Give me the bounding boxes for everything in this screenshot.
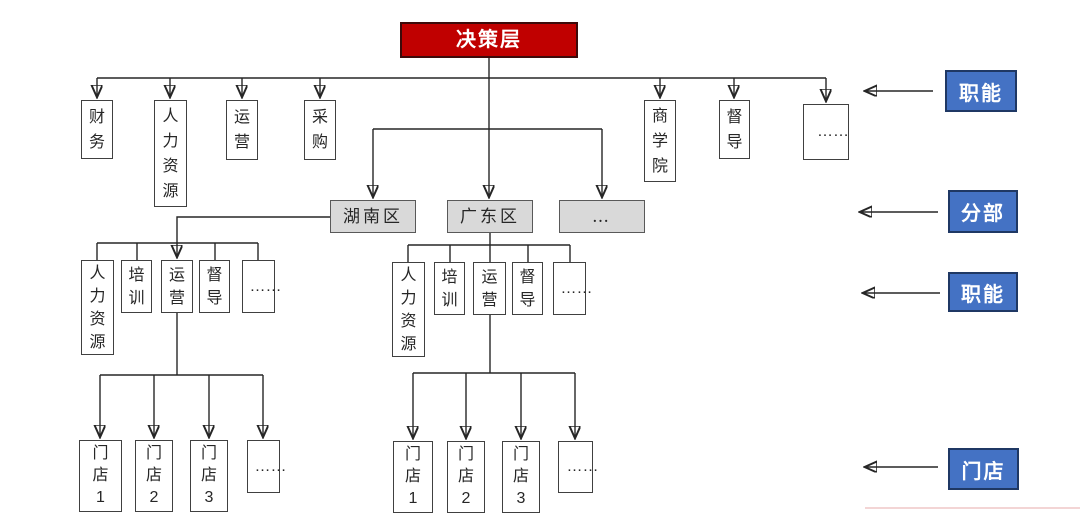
- node-guangdong-store-2: 门店2: [447, 441, 485, 513]
- node-hunan-store-2: 门店2: [135, 440, 173, 512]
- node-guangdong-supervision: 督导: [512, 262, 543, 315]
- node-guangdong-more-functions: ……: [553, 262, 593, 315]
- node-guangdong-store-1: 门店1: [393, 441, 433, 513]
- node-more-divisions: …: [559, 200, 645, 233]
- node-procurement: 采购: [304, 100, 336, 160]
- node-guangdong-training: 培训: [434, 262, 465, 315]
- node-hunan-store-3-label: 门店3: [200, 445, 217, 506]
- node-guangdong-store-3-label: 门店3: [512, 446, 529, 507]
- node-guangdong-hr-label: 人力资源: [400, 266, 417, 353]
- node-more-functions-label: ……: [817, 123, 849, 140]
- node-hunan-store-1-label: 门店1: [92, 445, 109, 506]
- side-label-functions-mid: 职能: [948, 272, 1018, 312]
- side-label-divisions: 分部: [948, 190, 1018, 233]
- node-operations-label: 运营: [233, 109, 250, 151]
- node-guangdong-store-1-label: 门店1: [404, 446, 421, 507]
- node-business-school: 商学院: [644, 100, 676, 182]
- node-hunan-training: 培训: [121, 260, 152, 313]
- node-guangdong-supervision-label: 督导: [519, 268, 536, 309]
- node-guangdong-hr: 人力资源: [392, 262, 425, 357]
- node-hunan-division: 湖南区: [330, 200, 416, 233]
- node-hr: 人力资源: [154, 100, 187, 207]
- connector: [176, 216, 330, 240]
- node-more-functions: ……: [803, 104, 849, 160]
- node-guangdong-operations: 运营: [473, 262, 506, 315]
- node-guangdong-store-3: 门店3: [502, 441, 540, 513]
- node-hunan-store-3: 门店3: [190, 440, 228, 512]
- node-guangdong-division: 广东区: [447, 200, 533, 233]
- node-supervision: 督导: [719, 100, 750, 159]
- node-decision-layer: 决策层: [400, 22, 578, 58]
- node-business-school-label: 商学院: [651, 107, 668, 175]
- node-operations: 运营: [226, 100, 258, 160]
- node-guangdong-operations-label: 运营: [481, 268, 498, 309]
- node-hr-label: 人力资源: [162, 107, 179, 200]
- node-guangdong-more-functions-label: ……: [560, 279, 593, 297]
- node-hunan-more-stores: ……: [247, 440, 287, 493]
- side-label-stores: 门店: [948, 448, 1019, 490]
- node-procurement-label: 采购: [311, 109, 328, 151]
- node-hunan-more-functions-label: ……: [249, 277, 282, 295]
- node-hunan-supervision: 督导: [199, 260, 230, 313]
- node-hunan-hr: 人力资源: [81, 260, 114, 355]
- node-hunan-more-stores-label: ……: [254, 457, 287, 475]
- node-hunan-store-2-label: 门店2: [145, 445, 162, 506]
- node-guangdong-training-label: 培训: [441, 268, 458, 309]
- node-hunan-supervision-label: 督导: [206, 266, 223, 307]
- node-hunan-more-functions: ……: [242, 260, 282, 313]
- node-finance: 财务: [81, 100, 113, 159]
- node-hunan-operations: 运营: [161, 260, 193, 313]
- node-guangdong-store-2-label: 门店2: [457, 446, 474, 507]
- node-hunan-hr-label: 人力资源: [89, 264, 106, 351]
- side-label-functions-top: 职能: [945, 70, 1017, 112]
- bottom-edge-artifact: [865, 507, 1080, 509]
- node-finance-label: 财务: [88, 108, 105, 151]
- node-hunan-training-label: 培训: [128, 266, 145, 307]
- node-supervision-label: 督导: [726, 108, 743, 151]
- node-hunan-operations-label: 运营: [168, 266, 185, 307]
- node-guangdong-more-stores: ……: [558, 441, 599, 493]
- node-guangdong-more-stores-label: ……: [566, 458, 599, 475]
- node-hunan-store-1: 门店1: [79, 440, 122, 512]
